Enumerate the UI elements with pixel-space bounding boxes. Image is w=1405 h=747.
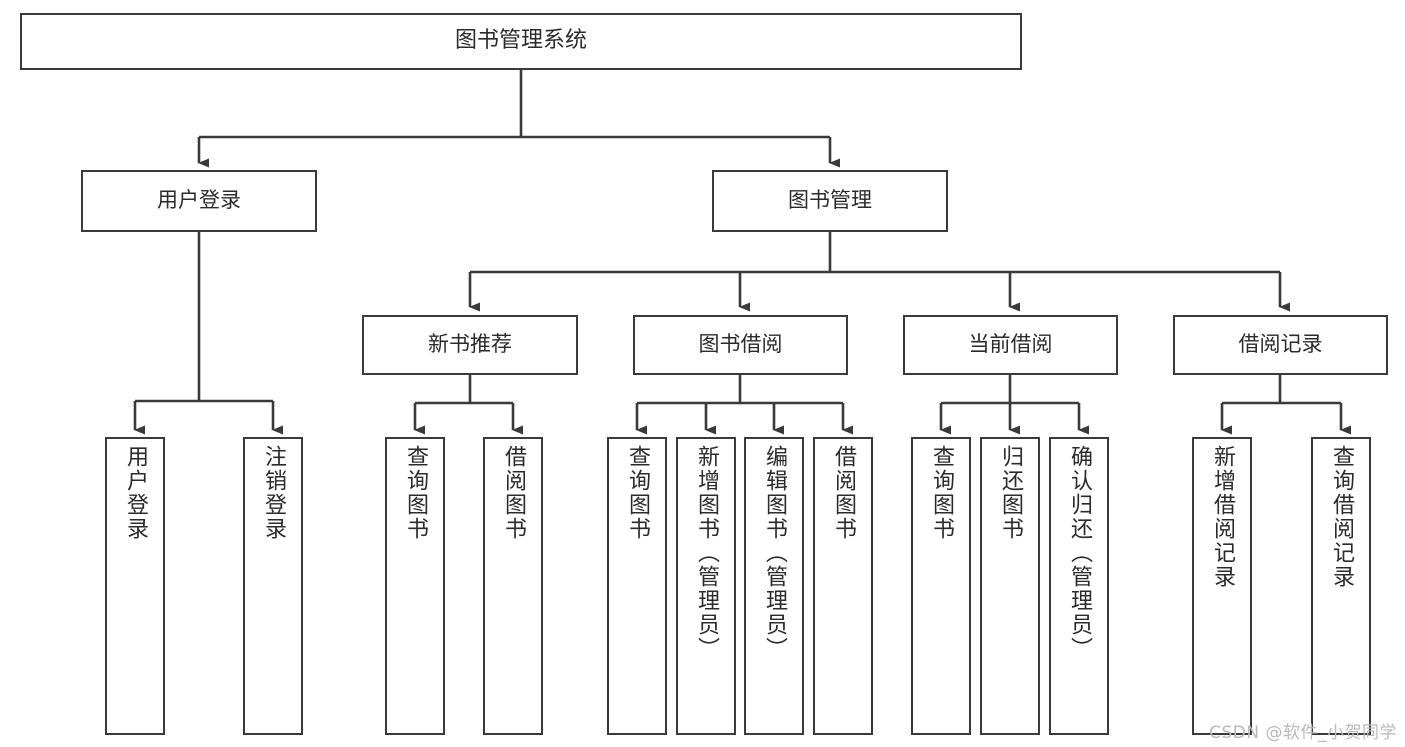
leaf-borrow-book-recommend[interactable]: 借阅图书 xyxy=(483,437,543,735)
node-label: 图书借阅 xyxy=(698,332,783,357)
leaf-logout[interactable]: 注销登录 xyxy=(243,437,303,735)
node-book-borrow[interactable]: 图书借阅 xyxy=(633,315,848,375)
node-label: 归还图书 xyxy=(998,445,1023,541)
leaf-query-borrow-record[interactable]: 查询借阅记录 xyxy=(1311,437,1371,735)
node-label: 查询图书 xyxy=(929,445,954,541)
node-label: 借阅记录 xyxy=(1238,332,1323,357)
node-label: 编辑图书（管理员） xyxy=(762,445,787,661)
node-label: 借阅图书 xyxy=(831,445,856,541)
node-user-login[interactable]: 用户登录 xyxy=(81,170,317,232)
leaf-return-book[interactable]: 归还图书 xyxy=(980,437,1040,735)
leaf-borrow-book-borrow[interactable]: 借阅图书 xyxy=(813,437,873,735)
leaf-add-borrow-record[interactable]: 新增借阅记录 xyxy=(1192,437,1252,735)
node-label: 注销登录 xyxy=(261,445,286,541)
leaf-query-book-current[interactable]: 查询图书 xyxy=(911,437,971,735)
node-label: 查询图书 xyxy=(625,445,650,541)
leaf-query-book-borrow[interactable]: 查询图书 xyxy=(607,437,667,735)
node-label: 图书管理系统 xyxy=(454,28,587,54)
watermark-text: CSDN @软件_小贺同学 xyxy=(1209,723,1397,743)
leaf-add-book-admin[interactable]: 新增图书（管理员） xyxy=(676,437,736,735)
node-label: 借阅图书 xyxy=(501,445,526,541)
node-root-system[interactable]: 图书管理系统 xyxy=(20,13,1022,70)
node-label: 新增图书（管理员） xyxy=(694,445,719,661)
node-label: 图书管理 xyxy=(788,188,872,213)
leaf-confirm-return-admin[interactable]: 确认归还（管理员） xyxy=(1049,437,1109,735)
node-borrow-record[interactable]: 借阅记录 xyxy=(1173,315,1388,375)
node-label: 确认归还（管理员） xyxy=(1067,445,1092,661)
node-label: 用户登录 xyxy=(157,188,241,213)
leaf-user-login[interactable]: 用户登录 xyxy=(105,437,165,735)
node-label: 查询图书 xyxy=(403,445,428,541)
node-new-book-recommend[interactable]: 新书推荐 xyxy=(362,315,578,375)
node-label: 用户登录 xyxy=(123,445,148,541)
node-label: 新增借阅记录 xyxy=(1210,445,1235,589)
leaf-query-book-recommend[interactable]: 查询图书 xyxy=(385,437,445,735)
node-label: 查询借阅记录 xyxy=(1329,445,1354,589)
node-label: 当前借阅 xyxy=(968,332,1053,357)
node-book-management[interactable]: 图书管理 xyxy=(712,170,948,232)
node-current-borrow[interactable]: 当前借阅 xyxy=(903,315,1118,375)
leaf-edit-book-admin[interactable]: 编辑图书（管理员） xyxy=(744,437,804,735)
node-label: 新书推荐 xyxy=(428,332,512,357)
